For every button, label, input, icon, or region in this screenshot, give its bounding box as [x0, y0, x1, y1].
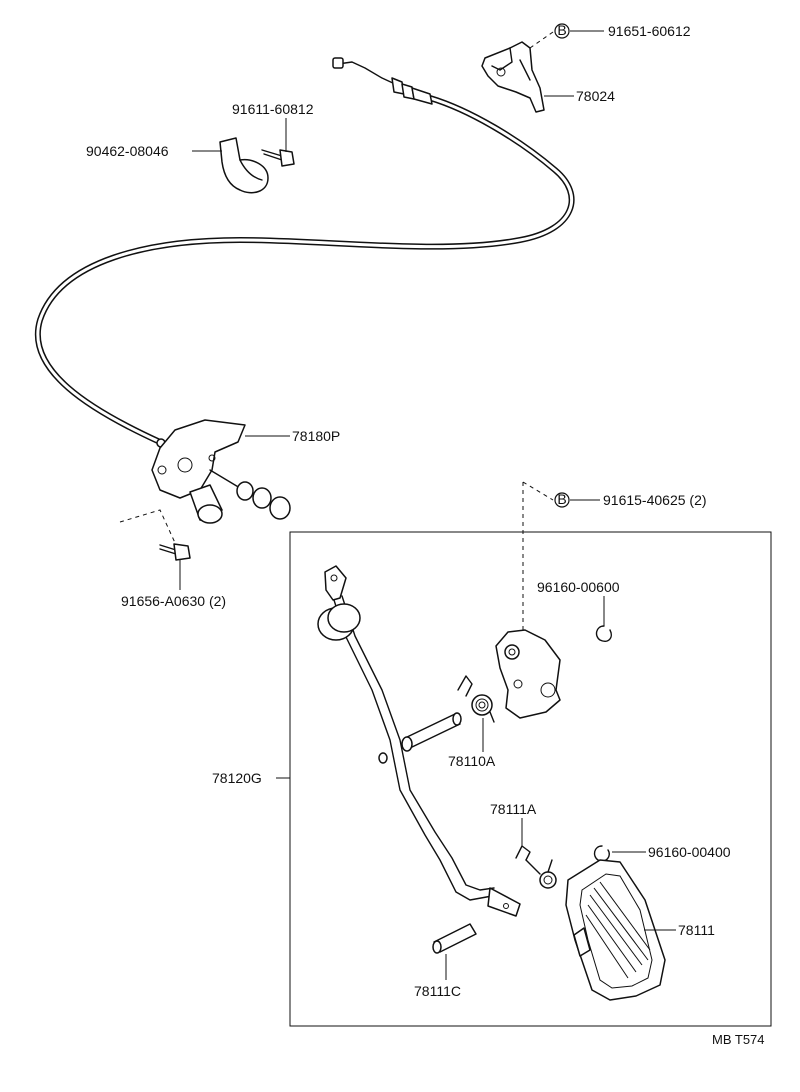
diagram-code: MB T574: [712, 1032, 765, 1047]
label-91611-60812: 91611-60812: [232, 101, 314, 117]
locator-91656: [119, 509, 177, 546]
svg-text:B: B: [557, 491, 566, 507]
label-90462-08046: 90462-08046: [86, 143, 169, 159]
bolt-91656: [159, 543, 191, 561]
label-78110A: 78110A: [448, 753, 496, 769]
e-ring-96160-00600: [595, 625, 612, 642]
locator-91651: [529, 31, 554, 49]
label-78180P: 78180P: [292, 428, 340, 444]
pedal-pad-78111: [565, 859, 666, 1001]
throttle-cable: [35, 57, 575, 448]
label-91651-60612: 91651-60612: [608, 23, 691, 39]
label-78111A: 78111A: [490, 801, 537, 817]
bracket-78024: [481, 41, 545, 113]
label-78024: 78024: [576, 88, 615, 104]
marker-b-mid: B: [554, 491, 570, 508]
pedal-bracket: [495, 629, 561, 719]
spring-78111A: [515, 845, 557, 889]
label-96160-00600: 96160-00600: [537, 579, 620, 595]
svg-text:B: B: [557, 22, 566, 38]
label-91656-A0630: 91656-A0630 (2): [121, 593, 226, 609]
bracket-78180P: [151, 419, 291, 524]
label-78111: 78111: [678, 922, 715, 938]
label-91615-40625: 91615-40625 (2): [603, 492, 707, 508]
label-78120G: 78120G: [212, 770, 262, 786]
e-ring-96160-00400: [593, 845, 610, 862]
pedal-assembly-frame: [289, 531, 772, 1027]
locator-91615: [522, 481, 554, 640]
bolt-91611: [261, 149, 295, 167]
label-96160-00400: 96160-00400: [648, 844, 731, 860]
pin-78111C: [432, 923, 477, 954]
spring-78110A: [457, 675, 495, 723]
pedal-lever-78120G: [317, 565, 521, 917]
marker-b-top: B: [554, 22, 570, 39]
clamp-90462: [219, 137, 269, 194]
label-78111C: 78111C: [414, 983, 461, 999]
